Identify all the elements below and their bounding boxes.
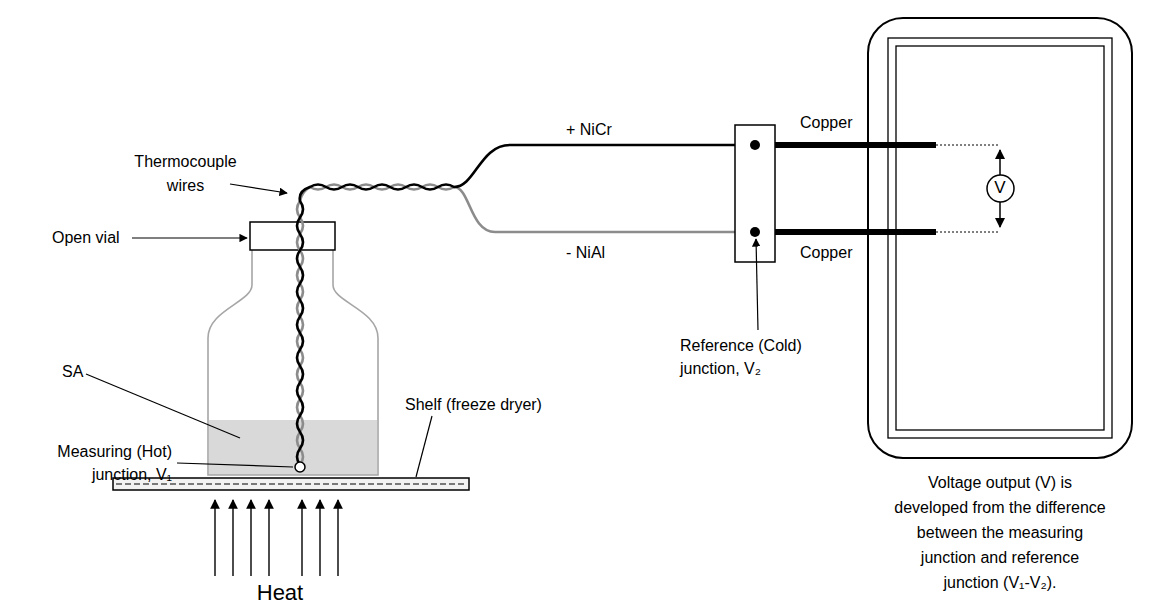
nicr-wire — [297, 145, 735, 465]
shelf-pattern — [116, 484, 466, 485]
meter-frame — [896, 46, 1104, 430]
vial-cap — [250, 222, 335, 250]
heat-label: Heat — [245, 580, 315, 606]
nial-wire — [297, 185, 735, 466]
internal-lead — [936, 145, 1000, 146]
copper-wire — [775, 142, 936, 148]
part-label: Shelf (freeze dryer) — [405, 395, 542, 415]
terminal-dot — [750, 140, 760, 150]
part-label: Thermocouple wires — [128, 150, 243, 198]
note-text: Voltage output (V) is developed from the… — [893, 470, 1107, 595]
wire-label: - NiAl — [566, 243, 605, 263]
wire-label: Copper — [800, 243, 852, 263]
copper-wire — [775, 229, 936, 235]
reference-junction-block — [735, 125, 775, 262]
vial-body — [208, 250, 378, 475]
wire-label: Copper — [800, 113, 852, 133]
meter-housing — [868, 18, 1132, 458]
meter-symbol: V — [994, 178, 1005, 198]
part-label: SA — [62, 362, 83, 382]
measuring-junction — [295, 462, 305, 472]
internal-lead — [936, 232, 1000, 233]
terminal-dot — [750, 227, 760, 237]
meter-frame — [888, 38, 1112, 438]
heat-arrows — [215, 500, 338, 576]
part-label: Open vial — [52, 228, 120, 248]
part-label: Reference (Cold) junction, V₂ — [680, 334, 825, 380]
wire-label: + NiCr — [566, 120, 612, 140]
voltmeter-circle: V — [986, 174, 1015, 203]
part-label: Measuring (Hot) junction, V₁ — [0, 440, 172, 486]
voltmeter-ring — [987, 175, 1014, 202]
leader-lines — [86, 184, 758, 477]
